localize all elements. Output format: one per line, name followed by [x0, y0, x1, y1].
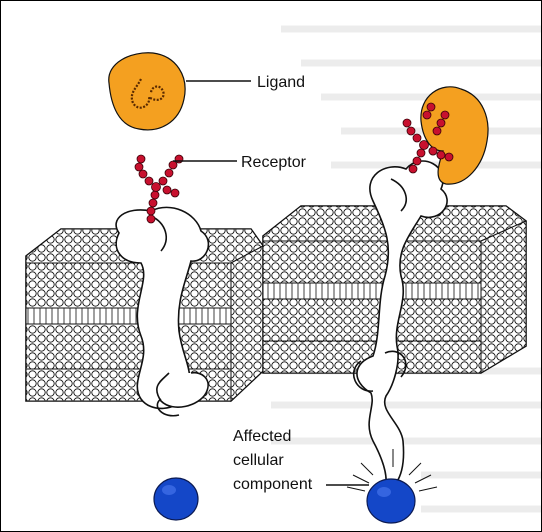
ligand-free: [109, 53, 185, 130]
receptor-label: Receptor: [241, 154, 307, 171]
affected-component-label-line3: component: [233, 476, 313, 493]
affected-component-label-line1: Affected: [233, 428, 291, 445]
cellular-component-left: [154, 478, 198, 520]
ligand-label: Ligand: [257, 74, 305, 91]
affected-component-label-line2: cellular: [233, 452, 284, 469]
